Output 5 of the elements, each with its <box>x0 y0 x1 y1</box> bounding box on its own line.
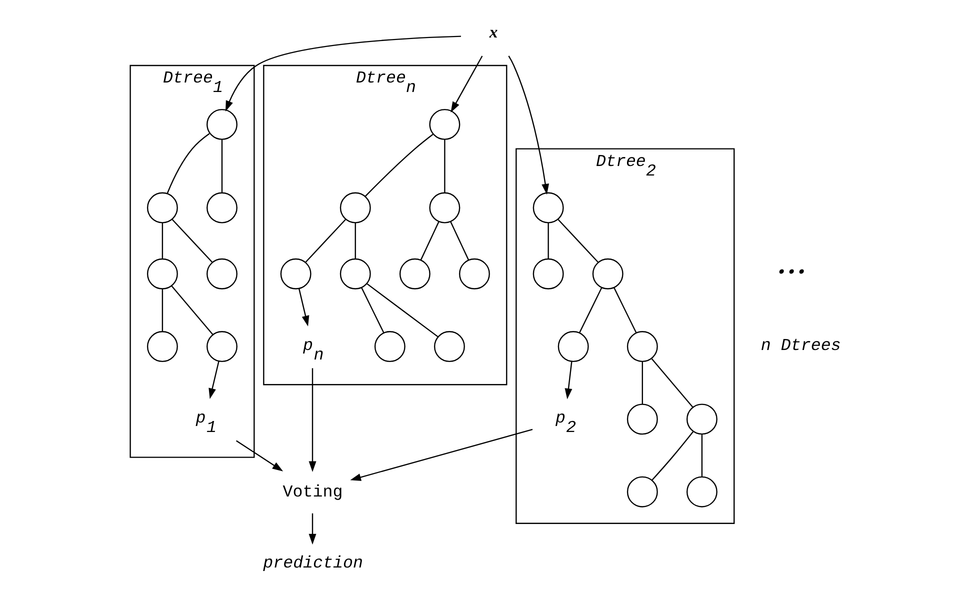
node-text: Voting <box>282 483 343 502</box>
label: n Dtrees <box>760 336 841 356</box>
label: ••• <box>776 264 806 284</box>
node-text: x <box>489 22 498 42</box>
node-text: prediction <box>263 554 364 574</box>
